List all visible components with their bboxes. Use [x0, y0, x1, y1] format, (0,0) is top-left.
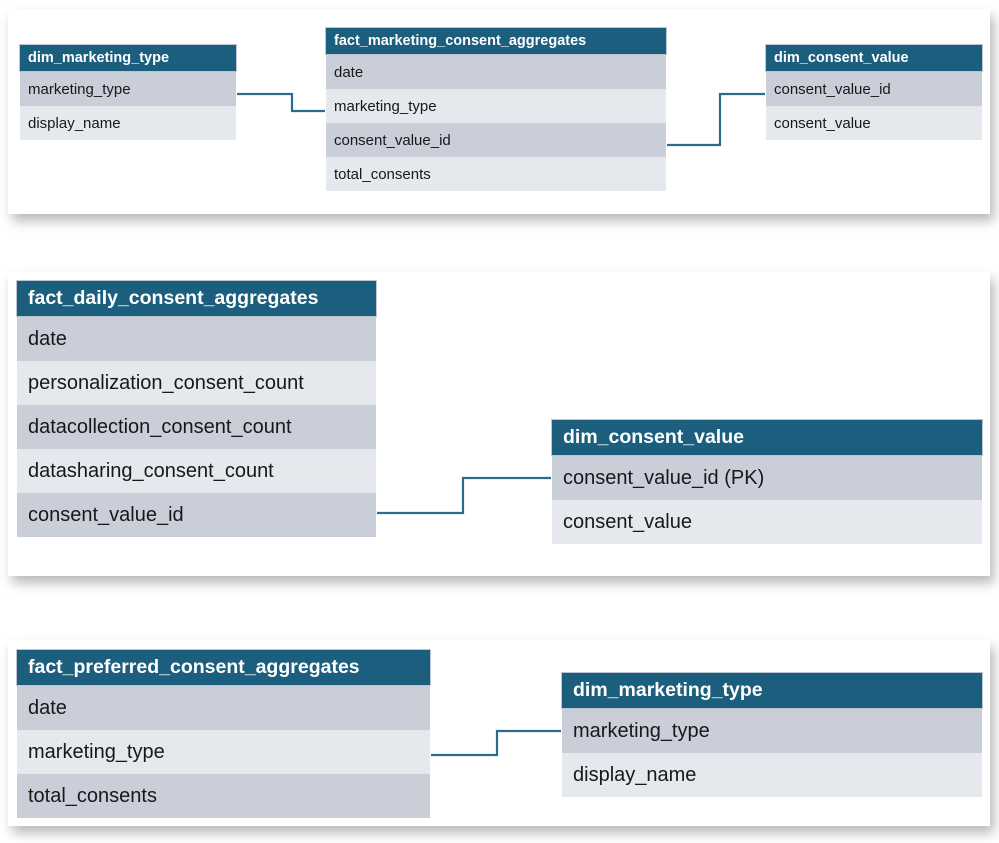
table-header-dim-consent-value: dim_consent_value — [765, 44, 983, 72]
table-row-display-name: display_name — [561, 753, 983, 797]
table-header-fact-marketing-consent-aggregates: fact_marketing_consent_aggregates — [325, 27, 667, 55]
table-row-display-name: display_name — [19, 106, 237, 140]
table-header-dim-consent-value: dim_consent_value — [551, 419, 983, 456]
table-row-total-consents: total_consents — [325, 157, 667, 191]
table-row-consent-value-id: consent_value_id — [325, 123, 667, 157]
table-fact-daily-consent-aggregates[interactable]: fact_daily_consent_aggregates date perso… — [16, 280, 377, 537]
table-row-marketing-type: marketing_type — [325, 89, 667, 123]
table-row-consent-value-id: consent_value_id — [16, 493, 377, 537]
table-dim-marketing-type[interactable]: dim_marketing_type marketing_type displa… — [561, 672, 983, 797]
panel-preferred-consent-aggregates: fact_preferred_consent_aggregates date m… — [8, 640, 990, 826]
table-row-consent-value: consent_value — [765, 106, 983, 140]
table-row-date: date — [16, 317, 377, 361]
table-row-marketing-type: marketing_type — [19, 72, 237, 106]
table-row-date: date — [16, 686, 431, 730]
table-row-consent-value-id-pk: consent_value_id (PK) — [551, 456, 983, 500]
table-row-marketing-type: marketing_type — [16, 730, 431, 774]
panel-marketing-consent-aggregates: dim_marketing_type marketing_type displa… — [8, 9, 990, 214]
table-fact-preferred-consent-aggregates[interactable]: fact_preferred_consent_aggregates date m… — [16, 649, 431, 818]
table-dim-consent-value[interactable]: dim_consent_value consent_value_id (PK) … — [551, 419, 983, 544]
table-dim-marketing-type[interactable]: dim_marketing_type marketing_type displa… — [19, 44, 237, 140]
table-row-personalization-consent-count: personalization_consent_count — [16, 361, 377, 405]
table-row-date: date — [325, 55, 667, 89]
table-row-consent-value-id: consent_value_id — [765, 72, 983, 106]
table-row-datasharing-consent-count: datasharing_consent_count — [16, 449, 377, 493]
table-header-fact-daily-consent-aggregates: fact_daily_consent_aggregates — [16, 280, 377, 317]
table-row-datacollection-consent-count: datacollection_consent_count — [16, 405, 377, 449]
table-dim-consent-value[interactable]: dim_consent_value consent_value_id conse… — [765, 44, 983, 140]
table-fact-marketing-consent-aggregates[interactable]: fact_marketing_consent_aggregates date m… — [325, 27, 667, 191]
table-header-dim-marketing-type: dim_marketing_type — [561, 672, 983, 709]
table-header-dim-marketing-type: dim_marketing_type — [19, 44, 237, 72]
table-row-total-consents: total_consents — [16, 774, 431, 818]
table-row-marketing-type: marketing_type — [561, 709, 983, 753]
table-row-consent-value: consent_value — [551, 500, 983, 544]
panel-daily-consent-aggregates: fact_daily_consent_aggregates date perso… — [8, 272, 990, 576]
table-header-fact-preferred-consent-aggregates: fact_preferred_consent_aggregates — [16, 649, 431, 686]
